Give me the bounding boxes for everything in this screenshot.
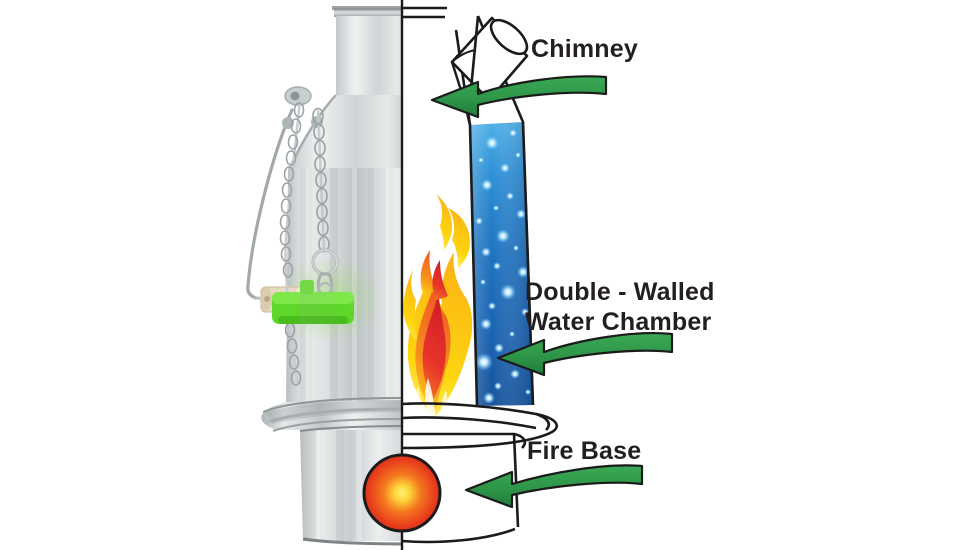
label-chimney: Chimney bbox=[531, 35, 638, 63]
kettle-shoulder bbox=[288, 95, 402, 168]
fire-base-sheen-1 bbox=[316, 430, 320, 541]
kettle-spout-lip bbox=[334, 8, 402, 17]
water-column bbox=[470, 122, 533, 406]
kettle-body-soft-shadow bbox=[300, 168, 340, 408]
label-double-walled-water-chamber: Double - Walled Water Chamber bbox=[525, 278, 715, 336]
fire-base-top-edge bbox=[299, 425, 402, 432]
fire-base-bottom-edge bbox=[302, 537, 402, 546]
cutaway-group bbox=[362, 0, 558, 550]
kettle-skirt bbox=[261, 400, 402, 430]
kettle-neck bbox=[336, 16, 402, 95]
fire-base-vent bbox=[362, 453, 442, 533]
kettle-skirt-rim-bottom bbox=[272, 418, 402, 432]
handle-wire-bend bbox=[246, 284, 258, 300]
arrow-fire-base bbox=[464, 464, 644, 509]
fire-base-sheen-2 bbox=[356, 430, 362, 541]
arrow-water-chamber bbox=[496, 332, 674, 377]
kettle-skirt-rim-highlight bbox=[265, 407, 402, 425]
base-rim-lineart bbox=[401, 402, 558, 450]
fire-base-shade-1 bbox=[336, 430, 344, 541]
label-fire-base: Fire Base bbox=[527, 437, 642, 465]
fire-base-lineart bbox=[401, 432, 527, 544]
kettle-body-sheen-3 bbox=[386, 168, 389, 408]
kettle-photo-body bbox=[246, 6, 402, 546]
kettle-spout-lip-edge bbox=[332, 6, 402, 10]
arrow-chimney bbox=[430, 75, 608, 119]
fire-illustration bbox=[403, 194, 472, 418]
